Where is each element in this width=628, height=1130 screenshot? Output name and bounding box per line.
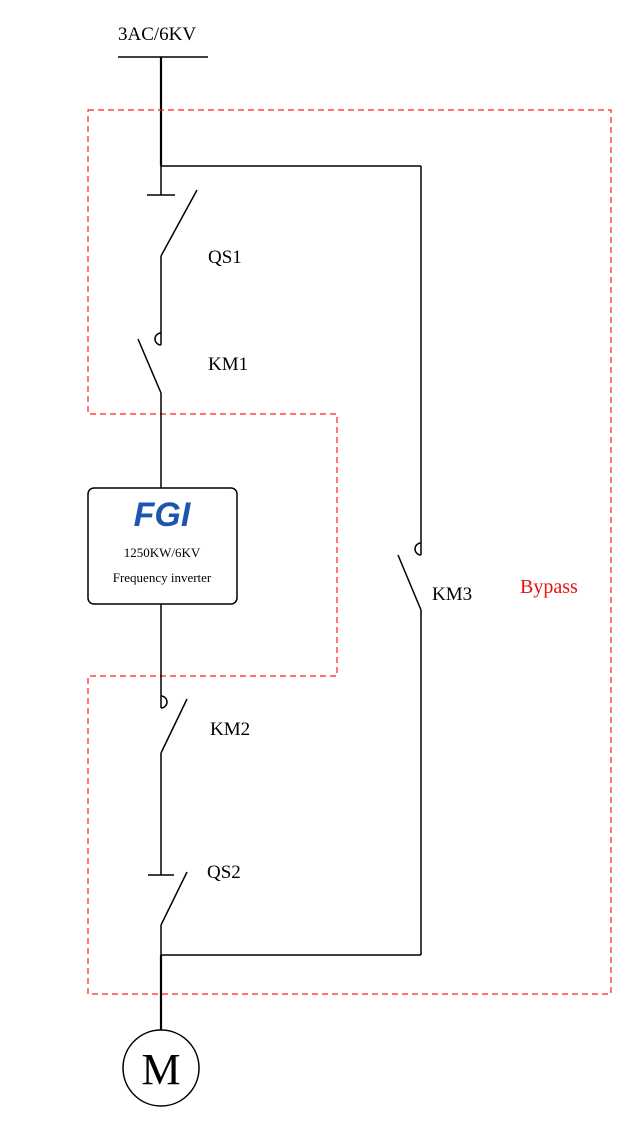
km2-label: KM2 bbox=[210, 719, 250, 740]
km3-label: KM3 bbox=[432, 584, 472, 605]
fgi-logo: FGI bbox=[134, 496, 192, 534]
supply-bus bbox=[118, 56, 208, 166]
frequency-inverter: FGI 1250KW/6KV Frequency inverter bbox=[87, 487, 238, 605]
qs1-disconnector bbox=[147, 166, 198, 320]
qs1-label: QS1 bbox=[208, 247, 242, 268]
km3-contactor bbox=[397, 542, 422, 611]
motor-label: M bbox=[141, 1045, 180, 1094]
inverter-description: Frequency inverter bbox=[113, 570, 212, 585]
km2-contactor bbox=[160, 604, 188, 875]
motor: M bbox=[122, 1029, 200, 1107]
inverter-rating: 1250KW/6KV bbox=[124, 545, 201, 560]
supply-label: 3AC/6KV bbox=[118, 24, 196, 45]
km1-label: KM1 bbox=[208, 354, 248, 375]
bypass-label: Bypass bbox=[520, 576, 578, 598]
qs2-disconnector bbox=[148, 871, 188, 1030]
qs2-label: QS2 bbox=[207, 862, 241, 883]
bypass-wire bbox=[161, 165, 422, 956]
bypass-region-top bbox=[87, 109, 612, 995]
km1-contactor bbox=[137, 320, 162, 488]
